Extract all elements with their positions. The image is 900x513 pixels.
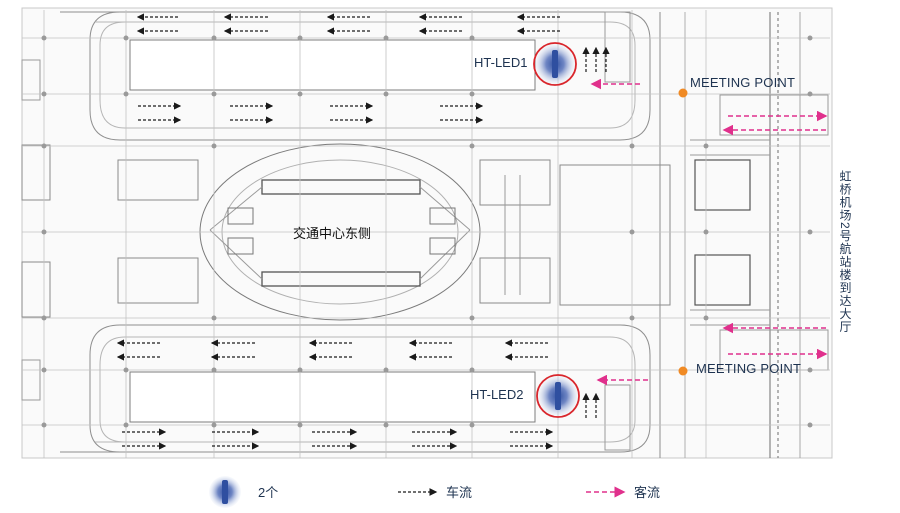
led1-label: HT-LED1 xyxy=(474,55,528,70)
meeting-point-dot-2 xyxy=(678,366,688,376)
legend-count: 2个 xyxy=(252,476,278,506)
meeting-point-label-1: MEETING POINT xyxy=(690,75,796,90)
legend-vehicle: 车流 xyxy=(440,476,472,506)
center-area-label: 交通中心东侧 xyxy=(293,226,372,241)
passenger-flow-arrows xyxy=(590,78,828,386)
legend-passenger: 客流 xyxy=(628,476,660,506)
led-marker-2 xyxy=(536,374,580,418)
meeting-point-dot-1 xyxy=(678,88,688,98)
plan-linework xyxy=(21,11,829,458)
meeting-point-label-2: MEETING POINT xyxy=(696,361,802,376)
terminal-side-label: 虹桥机场2号航站楼到达大厅 xyxy=(838,170,852,334)
led2-label: HT-LED2 xyxy=(470,387,524,402)
vehicle-flow-arrows xyxy=(116,13,610,450)
grid-nodes xyxy=(41,35,813,428)
legend-passenger-text: 客流 xyxy=(634,484,661,500)
legend-count-text: 2个 xyxy=(258,484,279,500)
legend-led-symbol xyxy=(209,476,241,508)
legend-vehicle-text: 车流 xyxy=(446,484,473,500)
led-marker-1 xyxy=(533,42,577,86)
